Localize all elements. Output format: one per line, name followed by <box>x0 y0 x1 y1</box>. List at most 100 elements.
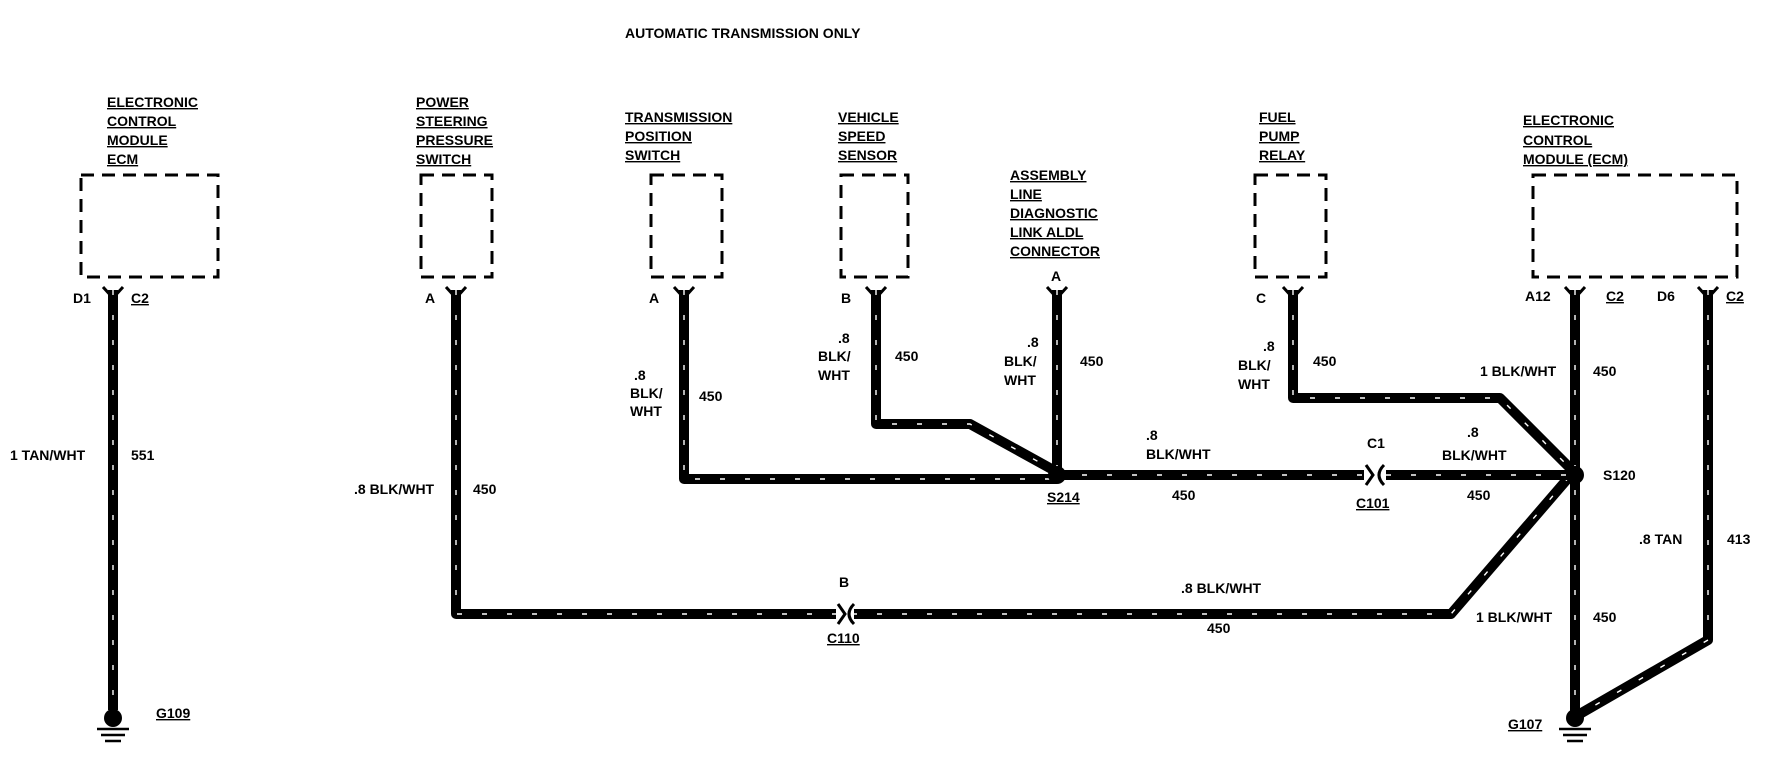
ecm-right-pin-d6: D6 <box>1657 288 1675 304</box>
tps-pin-a: A <box>649 290 659 306</box>
wire-c101-s120-color: BLK/WHT <box>1442 447 1507 463</box>
ps-label-3: PRESSURE <box>416 132 493 148</box>
relay-label-3: RELAY <box>1259 147 1306 163</box>
vss-box <box>839 173 910 279</box>
wire-relay-color-a: BLK/ <box>1238 357 1271 373</box>
wire-tps-gauge: .8 <box>634 367 646 383</box>
wire-labels: 1 TAN/WHT 551 .8 BLK/WHT 450 .8 BLK/ WHT… <box>10 330 1751 636</box>
c101-name: C101 <box>1356 495 1390 511</box>
ecm-left-pin-c2: C2 <box>131 290 149 306</box>
terminal-vss-b <box>864 285 888 301</box>
vss-label-3: SENSOR <box>838 147 897 163</box>
wire-relay-circuit: 450 <box>1313 353 1337 369</box>
connector-c110: B C110 <box>827 574 860 646</box>
ecm-right-box <box>1531 173 1739 279</box>
ecm-right-label-2: CONTROL <box>1523 132 1593 148</box>
ground-g107-label: G107 <box>1508 716 1542 732</box>
ecm-right-pin-c2-a: C2 <box>1606 288 1624 304</box>
wire-tps-to-s214 <box>679 290 1057 484</box>
wire-s120-g107-circuit: 450 <box>1593 609 1617 625</box>
ground-g107: G107 <box>1508 709 1591 743</box>
wire-s214-c101-gauge: .8 <box>1146 427 1158 443</box>
splice-s120-dot <box>1566 466 1584 484</box>
splice-s214-dot <box>1048 466 1066 484</box>
ecm-left-label-4: ECM <box>107 151 138 167</box>
vehicle-speed-sensor: VEHICLE SPEED SENSOR B <box>838 109 910 306</box>
wire-relay-gauge: .8 <box>1263 338 1275 354</box>
aldl-connector: ASSEMBLY LINE DIAGNOSTIC LINK ALDL CONNE… <box>1010 167 1100 284</box>
tps-label-2: POSITION <box>625 128 692 144</box>
splice-s120-label: S120 <box>1603 467 1636 483</box>
tps-label-3: SWITCH <box>625 147 680 163</box>
wire-ps-circuit: 450 <box>473 481 497 497</box>
ecm-right-label-1: ELECTRONIC <box>1523 112 1614 128</box>
wire-ps-gauge: .8 BLK/WHT <box>354 481 435 497</box>
aldl-label-3: DIAGNOSTIC <box>1010 205 1098 221</box>
ecm-left: ELECTRONIC CONTROL MODULE ECM D1 C2 <box>73 94 220 306</box>
aldl-label-5: CONNECTOR <box>1010 243 1100 259</box>
connector-c101: C1 C101 <box>1356 435 1390 511</box>
wire-s214-c101-circuit: 450 <box>1172 487 1196 503</box>
wire-a12-gauge: 1 BLK/WHT <box>1480 363 1557 379</box>
aldl-label-1: ASSEMBLY <box>1010 167 1087 183</box>
wire-s214-c101-color: BLK/WHT <box>1146 446 1211 462</box>
wire-aldl-color-b: WHT <box>1004 372 1036 388</box>
power-steering-pressure-switch: POWER STEERING PRESSURE SWITCH A <box>416 94 494 306</box>
wire-vss-color-b: WHT <box>818 367 850 383</box>
wire-tps-color-a: BLK/ <box>630 385 663 401</box>
wires <box>108 290 1713 720</box>
aldl-pin-a: A <box>1051 268 1061 284</box>
relay-label-2: PUMP <box>1259 128 1299 144</box>
wire-ps-to-c110 <box>451 290 838 619</box>
wire-413-circuit: 413 <box>1727 531 1751 547</box>
c110-male-icon <box>836 603 847 625</box>
relay-label-1: FUEL <box>1259 109 1296 125</box>
ecm-left-box <box>79 173 220 279</box>
relay-pin-c: C <box>1256 290 1266 306</box>
c110-female-icon <box>847 602 856 626</box>
wire-413 <box>1575 290 1713 720</box>
wire-c110-s120-gauge: .8 BLK/WHT <box>1181 580 1262 596</box>
ecm-right-pin-c2-b: C2 <box>1726 288 1744 304</box>
wire-tps-circuit: 450 <box>699 388 723 404</box>
wire-s120-g107-gauge: 1 BLK/WHT <box>1476 609 1553 625</box>
wire-551-gauge: 1 TAN/WHT <box>10 447 86 463</box>
ground-g109-label: G109 <box>156 705 190 721</box>
terminal-d6 <box>1696 285 1720 301</box>
tps-label-1: TRANSMISSION <box>625 109 732 125</box>
wire-vss-gauge: .8 <box>838 330 850 346</box>
wire-relay-color-b: WHT <box>1238 376 1270 392</box>
ps-label-4: SWITCH <box>416 151 471 167</box>
ecm-left-label-2: CONTROL <box>107 113 177 129</box>
wire-aldl-gauge: .8 <box>1027 334 1039 350</box>
terminal-d1 <box>101 285 125 301</box>
ecm-right: ELECTRONIC CONTROL MODULE (ECM) A12 C2 D… <box>1523 112 1744 304</box>
ecm-right-pin-a12: A12 <box>1525 288 1551 304</box>
wire-c101-s120-gauge: .8 <box>1467 424 1479 440</box>
c101-pin: C1 <box>1367 435 1385 451</box>
wire-551-circuit: 551 <box>131 447 155 463</box>
vss-pin-b: B <box>841 290 851 306</box>
automatic-transmission-note: AUTOMATIC TRANSMISSION ONLY <box>625 25 861 41</box>
terminal-a12 <box>1563 285 1587 301</box>
splices: S214 S120 <box>1047 466 1636 505</box>
ecm-left-label-3: MODULE <box>107 132 168 148</box>
terminal-tps-a <box>672 285 696 301</box>
wire-c101-s120-circuit: 450 <box>1467 487 1491 503</box>
pin-terminals <box>101 285 1720 301</box>
ps-box <box>419 173 494 279</box>
wire-c110-to-s120 <box>852 472 1574 619</box>
ps-label-2: STEERING <box>416 113 488 129</box>
terminal-relay-c <box>1281 285 1305 301</box>
aldl-label-2: LINE <box>1010 186 1042 202</box>
ecm-right-label-3: MODULE (ECM) <box>1523 151 1628 167</box>
ground-g109-icon <box>97 727 129 743</box>
ps-pin-a: A <box>425 290 435 306</box>
relay-box <box>1253 173 1328 279</box>
c110-name: C110 <box>827 630 860 646</box>
c101-female-icon <box>1377 463 1386 487</box>
wire-aldl-circuit: 450 <box>1080 353 1104 369</box>
wire-relay-to-s120 <box>1288 290 1576 474</box>
ecm-left-pin-d1: D1 <box>73 290 91 306</box>
